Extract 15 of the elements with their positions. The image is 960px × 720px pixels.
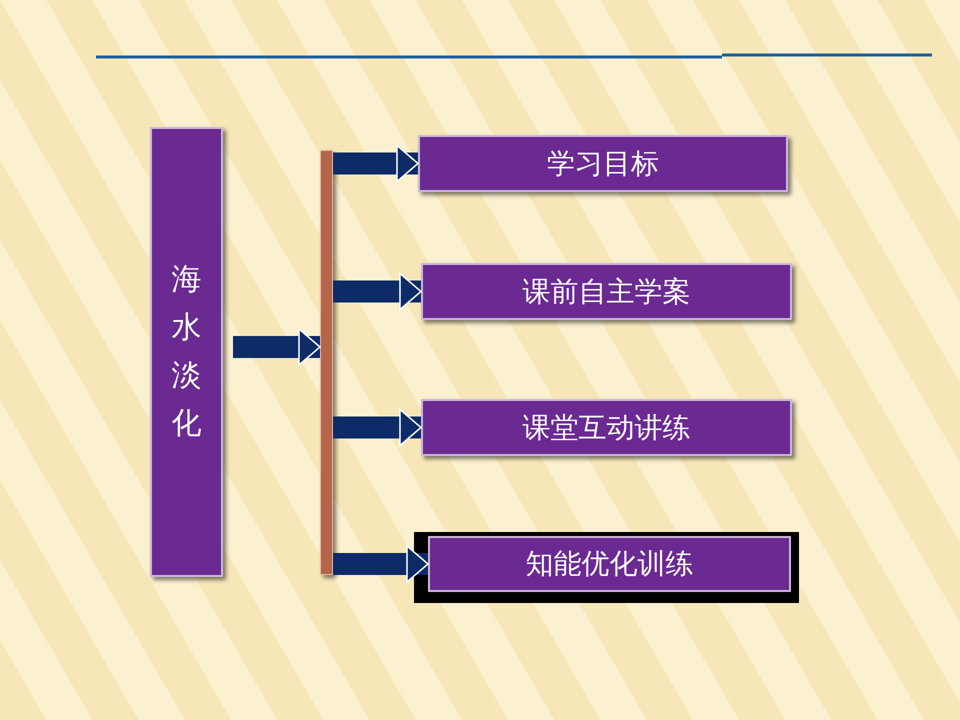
menu-box xyxy=(428,536,791,592)
menu-box xyxy=(421,263,792,320)
menu-box xyxy=(418,135,788,192)
box-label: 知能优化训练 xyxy=(526,546,694,582)
arrow xyxy=(333,272,422,310)
box-label: 海水淡化 xyxy=(170,261,202,443)
arrow xyxy=(333,144,419,182)
box-label: 课前自主学案 xyxy=(522,274,690,310)
arrow xyxy=(333,408,422,446)
vertical-bar xyxy=(320,150,333,575)
menu-box xyxy=(421,399,792,456)
title-box xyxy=(150,127,223,577)
box-label: 学习目标 xyxy=(547,146,659,182)
box-label: 课堂互动讲练 xyxy=(522,410,690,446)
arrow xyxy=(233,328,321,366)
